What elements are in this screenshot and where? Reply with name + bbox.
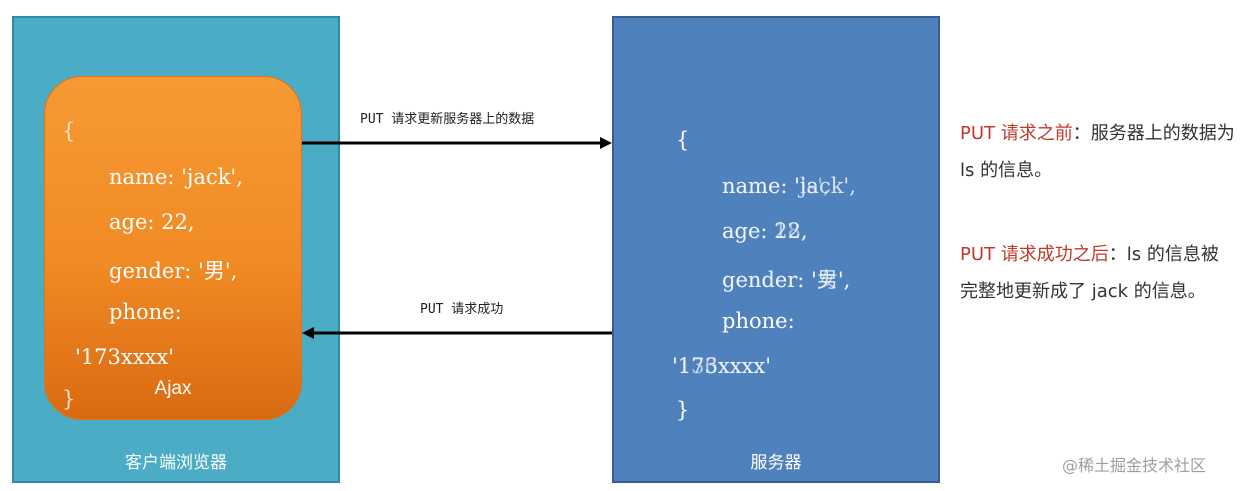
ajax-code-close-brace: }: [62, 387, 76, 411]
client-caption: 客户端浏览器: [125, 453, 227, 473]
ajax-code-name: name: 'jack',: [109, 165, 243, 189]
ajax-code-gender: gender: '男',: [109, 259, 238, 283]
ajax-code-phone-key: phone:: [109, 300, 182, 324]
server-code-phone-old: '136xxxx': [672, 354, 772, 378]
note-after-text: ：ls 的信息被完整地更新成了 jack 的信息。: [960, 244, 1219, 302]
server-code-close-brace: }: [676, 398, 690, 422]
server-code-gender-new: gender: '男',: [722, 268, 851, 292]
server-panel: { name: 'ls', name: 'jack', age: 18, age…: [612, 16, 940, 483]
note-before-text: ：服务器上的数据为 ls 的信息。: [960, 123, 1235, 181]
response-arrow-head: [302, 327, 314, 339]
server-code-age-old: age: 18,: [722, 219, 808, 243]
note-after-highlight: PUT 请求成功之后: [960, 244, 1109, 265]
ajax-request-box: { name: 'jack', age: 22, gender: '男', ph…: [44, 76, 302, 420]
request-arrow-head: [600, 137, 612, 149]
server-code-phone-key: phone:: [722, 309, 795, 333]
ajax-code-age: age: 22,: [109, 210, 195, 234]
server-code-open-brace: {: [676, 128, 690, 152]
server-code-phone-new: '173xxxx': [672, 354, 772, 378]
request-arrow-label: PUT 请求更新服务器上的数据: [360, 112, 535, 127]
server-code-age-new: age: 22,: [722, 219, 808, 243]
ajax-label: Ajax: [154, 378, 192, 399]
response-arrow-label: PUT 请求成功: [420, 302, 504, 317]
server-code-name-old: name: 'ls',: [722, 174, 830, 198]
server-code-name-new: name: 'jack',: [722, 174, 856, 198]
server-code-gender-old: gender: '女',: [722, 268, 851, 292]
note-after: PUT 请求成功之后：ls 的信息被完整地更新成了 jack 的信息。: [960, 236, 1235, 310]
ajax-code-phone-value: '173xxxx': [75, 345, 175, 369]
server-caption: 服务器: [750, 453, 802, 473]
note-before: PUT 请求之前：服务器上的数据为 ls 的信息。: [960, 115, 1235, 189]
note-before-highlight: PUT 请求之前: [960, 123, 1073, 144]
watermark: @稀土掘金技术社区: [1062, 456, 1207, 475]
ajax-code-open-brace: {: [62, 119, 76, 143]
